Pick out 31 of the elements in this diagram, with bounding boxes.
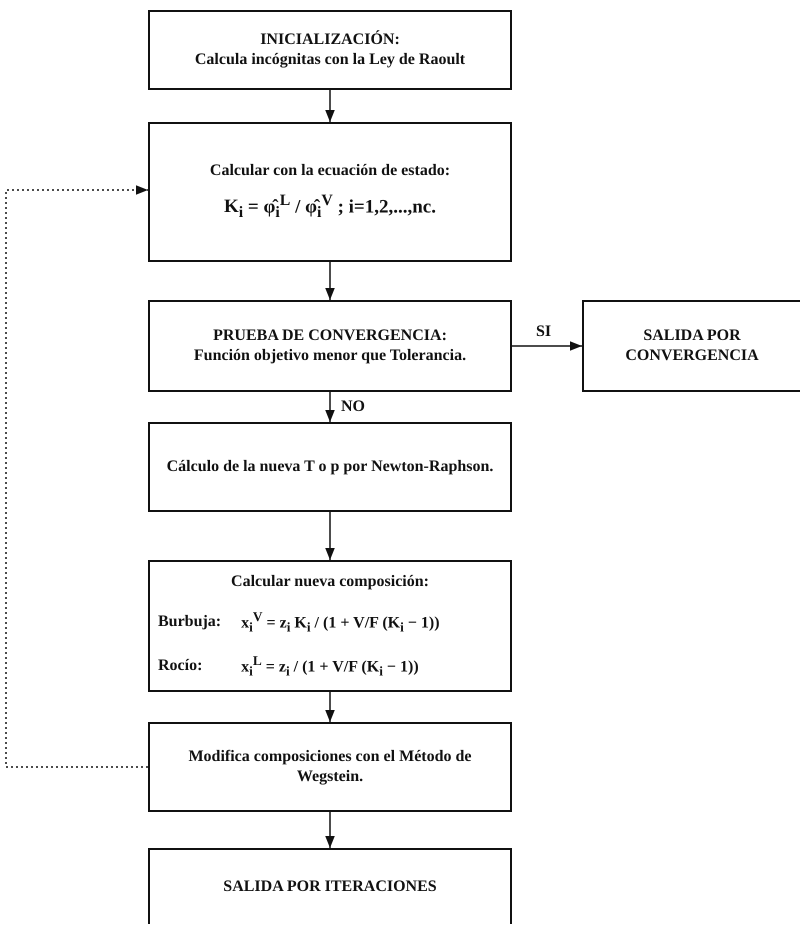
heading: Calcular con la ecuación de estado: [210, 161, 450, 182]
arrow [325, 392, 335, 422]
step-text: Cálculo de la nueva T o p por Newton-Raphson. [166, 457, 494, 477]
step-text: SALIDA POR CONVERGENCIA [624, 326, 760, 366]
step-text: SALIDA POR ITERACIONES [223, 877, 437, 897]
process-box [148, 10, 512, 90]
arrow [325, 512, 335, 560]
arrow [325, 90, 335, 122]
heading: Calcular nueva composición: [231, 572, 429, 592]
description: Función objetivo menor que Tolerancia. [194, 346, 466, 366]
terminal-box [148, 848, 512, 924]
heading: INICIALIZACIÓN: [260, 30, 400, 50]
arrow [325, 262, 335, 300]
arrow [325, 692, 335, 722]
process-box [148, 122, 512, 262]
case-label: Burbuja: [158, 612, 222, 632]
case-label: Rocío: [158, 656, 202, 676]
arrow [325, 812, 335, 848]
formula: x$_{i}$$^{V}$ = z$_{i}$ K$_{i}$ / (1 + V/F (K$_{i}$ − 1)) [241, 608, 440, 636]
formula: x$_{i}$$^{L}$ = z$_{i}$ / (1 + V/F (K$_{i}$ − 1)) [241, 652, 419, 680]
process-box [148, 722, 512, 812]
arrow [512, 341, 582, 351]
heading: PRUEBA DE CONVERGENCIA: [213, 326, 447, 346]
process-box [148, 560, 512, 692]
formula: K$_{i}$ = φ̂$_{i}$$^{L}$ / φ̂$_{i}$$^{V}$ ; i=1,2,...,nc. [224, 191, 436, 223]
decision-box [148, 300, 512, 392]
terminal-box [582, 300, 800, 392]
dotted-arrow [5, 185, 148, 768]
step-text: Modifica composiciones con el Método de Wegstein. [187, 747, 473, 787]
process-box [148, 422, 512, 512]
description: Calcula incógnitas con la Ley de Raoult [194, 50, 466, 70]
